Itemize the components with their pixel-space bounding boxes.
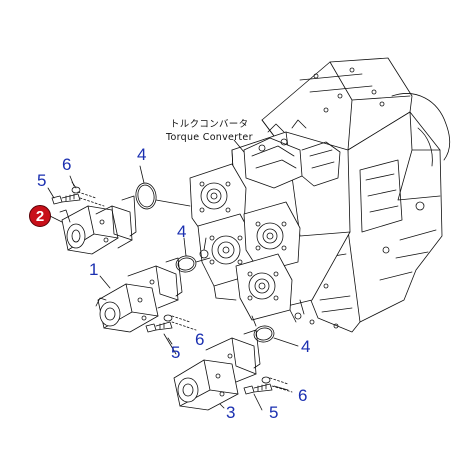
- washer-6-bottom: [261, 376, 271, 384]
- callout-3[interactable]: 3: [226, 403, 236, 422]
- bolt-axis-bottom: [269, 377, 293, 393]
- torque-converter-label-jp: トルクコンバータ: [170, 119, 249, 130]
- callout-5-bottom[interactable]: 5: [269, 403, 279, 422]
- o-ring-top: [135, 165, 191, 210]
- torque-converter-label-en: Torque Converter: [166, 132, 253, 143]
- callout-leaders: [47, 175, 289, 411]
- callout-5-middle[interactable]: 5: [171, 343, 181, 362]
- callout-4-middle[interactable]: 4: [177, 222, 187, 241]
- bolt-axis-middle: [171, 315, 197, 331]
- pump-3: [173, 329, 261, 411]
- bolt-5-middle: [145, 321, 173, 333]
- callout-6-bottom[interactable]: 6: [298, 386, 308, 405]
- o-ring-middle: [175, 237, 211, 273]
- torque-converter-housing: [189, 57, 450, 333]
- label-leader: [233, 139, 245, 153]
- callout-5-top[interactable]: 5: [37, 171, 47, 190]
- bolt-5-bottom: [243, 383, 273, 395]
- callout-4-top[interactable]: 4: [137, 145, 147, 164]
- pump-1: [95, 257, 183, 333]
- bolt-5-top: [51, 193, 81, 205]
- o-ring-bottom: [251, 315, 299, 347]
- callout-2-highlighted[interactable]: 2: [29, 205, 51, 227]
- callout-6-middle[interactable]: 6: [195, 330, 205, 349]
- washer-6-middle: [163, 314, 173, 322]
- callout-6-top[interactable]: 6: [62, 155, 72, 174]
- pump-2: [59, 195, 137, 255]
- bolt-axis-top: [77, 191, 105, 207]
- callout-4-bottom[interactable]: 4: [301, 337, 311, 356]
- callout-1[interactable]: 1: [89, 260, 99, 279]
